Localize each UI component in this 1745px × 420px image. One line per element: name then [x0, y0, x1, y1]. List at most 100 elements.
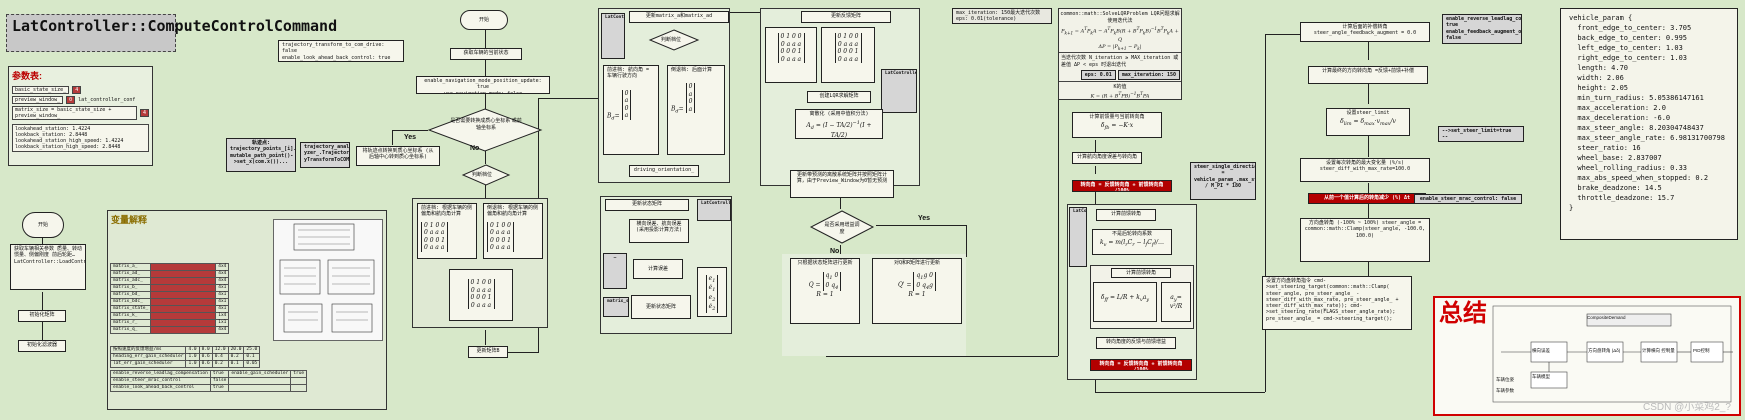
connector	[538, 98, 598, 99]
flag-cell: enable_gain_scheduler	[228, 370, 292, 378]
trajectory-param-line: trajectory_transform_to_com_drive: false	[282, 42, 385, 55]
forward-gear-text: 前进档: 根据车辆的侧偏角和航向角计算	[421, 205, 473, 218]
variable-name: matrix_ad_	[109, 270, 152, 278]
steer-gain-box: 转向角度的反馈与前馈增益	[1096, 337, 1176, 349]
variable-desc	[150, 312, 217, 320]
flag-cell: enable_reverse_leadlag_compensation	[110, 370, 211, 378]
init-filter-box: 初始化滤波器	[18, 340, 66, 352]
summary-label: 车辆参数	[1496, 388, 1514, 393]
no-label-2: No	[830, 248, 840, 255]
gain-cell: 1.0	[185, 353, 200, 361]
eps-badge: eps: 0.01	[1080, 69, 1116, 80]
steer-sum-red-box-2: 转向角 = 反馈转向角 + 前馈转向角 /100%	[1090, 359, 1192, 371]
augment-flags-note: enable_reverse_leadlag_compensation: tru…	[1442, 14, 1522, 44]
steering-command-box: 设置方向盘转角指令 cmd->set_steering_target(commo…	[1262, 276, 1412, 330]
variable-row: matrix_bd_4x1	[109, 291, 230, 299]
vehicle-param-line: height: 2.05	[1569, 84, 1629, 92]
variable-size: 4x4	[215, 277, 230, 285]
vehicle-param-line: max_deceleration: -6.0	[1569, 114, 1671, 122]
vehicle-param-line: steer_ratio: 16	[1569, 144, 1641, 152]
max-iteration-badge: max_iteration: 150	[1117, 69, 1180, 80]
flag-cell	[290, 384, 308, 392]
gain-cell: 0.6	[198, 360, 213, 368]
connector	[1368, 183, 1369, 193]
steer-sum-red-box: 转向角 = 反馈转向角 + 前馈转向角 /100%	[1072, 180, 1172, 192]
watermark: CSDN @小菜鸡2_?	[1643, 402, 1731, 413]
param-row: matrix_size = basic_state_size + preview…	[12, 106, 149, 120]
feedforward-calc-formula: δfb = −K·x	[1100, 122, 1134, 132]
variable-row: matrix_state_4x1	[109, 305, 230, 313]
update-a-title: 更新matrix_a和matrix_ad	[629, 11, 729, 23]
variable-name: matrix_bd_	[109, 291, 152, 299]
gain-header-cell: 4.0	[185, 346, 200, 354]
preview-system-box: 更新带预测的离散系统矩阵并按照矩阵计算，由于Preview_Window为0暂无…	[790, 170, 894, 198]
discretize-text: 离散化 (采用中值积分法)	[809, 111, 869, 117]
driving-orientation-label: LatController::UpdateDrivingOrientation(…	[601, 13, 625, 59]
variable-row: matrix_b_4x1	[109, 284, 230, 292]
summary-title: 总结	[1439, 300, 1487, 327]
variable-size: 1x1	[215, 319, 230, 327]
lateral-error-box: 横向误差、航向误差(采用投影计算方法)	[629, 219, 689, 243]
connector	[392, 130, 428, 131]
param-name: basic_state_size_	[12, 86, 70, 94]
param-row: basic_state_size_4	[12, 86, 149, 94]
steer-limit-flag-line: -->enable_maximum_steer_rate_limit=false	[1442, 134, 1523, 141]
vehicle-param-line: vehicle_param {	[1569, 14, 1633, 22]
update-state-box: 更新状态矩阵	[631, 295, 691, 319]
create-lqr-box: 创建LQR求解矩阵	[807, 91, 871, 103]
feedforward-calc-box: 计算前馈量与当前转向角 δfb = −K·x	[1072, 112, 1162, 138]
vehicle-param-line: max_steer_angle: 8.20304748437	[1569, 124, 1704, 132]
update-state-label: LatController::UpdateState()	[697, 199, 731, 221]
augment-box: 计算后面的补偿转角 steer_angle_feedback_augment =…	[1300, 22, 1430, 42]
gain-cell: 0.05	[243, 360, 261, 368]
gain-cell: 1.0	[185, 360, 200, 368]
yes-label-2: Yes	[918, 215, 931, 222]
feedforward-calc-text: 计算前馈量与当前转向角	[1089, 114, 1145, 120]
lqr-solver-panel: common::math::SolveLQRProblem LQR问题求解 使用…	[1058, 8, 1182, 100]
lookahead-line: lookback_station: 2.8448	[15, 132, 88, 138]
riccati-formula: Pk+1 = ATPkA − ATPkB(R + BTPkB)−1BTPkA +…	[1061, 26, 1179, 51]
connector	[1095, 188, 1096, 208]
connector	[485, 30, 486, 48]
connector	[392, 130, 393, 145]
reverse-gear-text: 倒退档: 根据车辆的侧偏角和航向角计算	[487, 205, 539, 218]
gain-header-cell: 20.0	[227, 346, 245, 354]
decision-text-gear: 判断档位	[472, 172, 493, 178]
variable-row: matrix_k_1x4	[109, 312, 230, 320]
gain-cell: 0.1	[243, 353, 261, 361]
variable-size: 4x4	[215, 326, 230, 334]
forward-orientation-text: 前进档: 航向角 = 车辆行驶方向	[607, 67, 650, 80]
param-source: lat_controller_conf	[78, 97, 136, 103]
vehicle-param-line: wheel_base: 2.837007	[1569, 154, 1662, 162]
compute-error-label: …	[603, 253, 627, 289]
connector	[730, 12, 760, 13]
vehicle-param-line: back_edge_to_center: 0.995	[1569, 34, 1688, 42]
connector	[966, 225, 967, 257]
variable-name: matrix_adc_	[109, 277, 152, 285]
vehicle-param-line: }	[1569, 204, 1574, 212]
vehicle-param-line: min_turn_radius: 5.05386147161	[1569, 94, 1704, 102]
vehicle-param-box: vehicle_param { front_edge_to_center: 3.…	[1560, 8, 1738, 240]
variable-desc	[150, 270, 217, 278]
navigation-line: use_navigation_mode: false	[443, 90, 523, 94]
summary-diagram	[1492, 305, 1733, 403]
connector	[485, 92, 486, 110]
